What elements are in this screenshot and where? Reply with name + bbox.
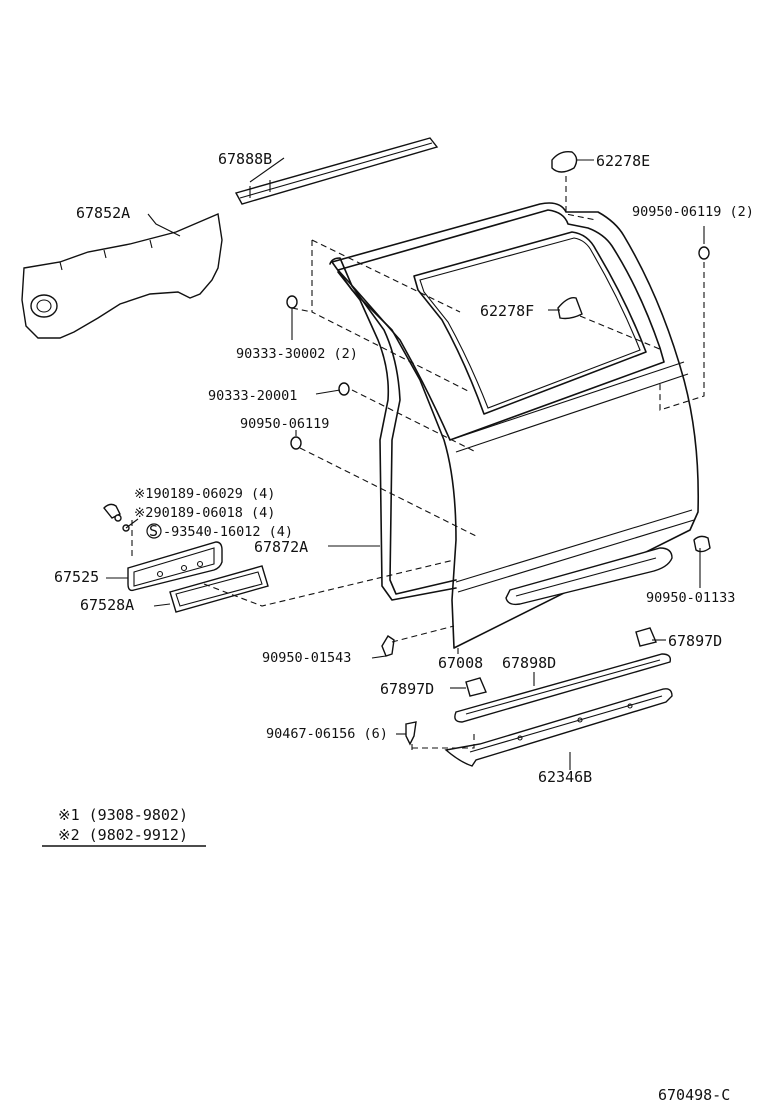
label-90950-06119-2: 90950-06119 (2) [632, 204, 754, 220]
label-67008: 67008 [438, 654, 483, 672]
label-90950-06119: 90950-06119 [240, 416, 329, 432]
label-67897D-left: 67897D [380, 680, 434, 698]
s-symbol-letter: S [149, 522, 158, 540]
label-90333-30002: 90333-30002 (2) [236, 346, 358, 362]
part-67008-door-shape [331, 202, 700, 649]
label-90333-20001: 90333-20001 [208, 388, 297, 404]
label-67528A: 67528A [80, 596, 134, 614]
part-62278F-shape [557, 297, 583, 320]
part-62278E-shape [551, 150, 578, 173]
s-symbol: S [146, 522, 162, 540]
part-62346B-shape [444, 688, 673, 767]
part-67897D-right-shape [635, 627, 657, 647]
label-62278E: 62278E [596, 152, 650, 170]
label-67898D: 67898D [502, 654, 556, 672]
part-67872A-shape [329, 257, 457, 601]
clip-shapes [103, 246, 711, 746]
label-90950-01133: 90950-01133 [646, 590, 735, 606]
label-67888B: 67888B [218, 150, 272, 168]
part-67898D-shape [454, 653, 672, 723]
label-62346B: 62346B [538, 768, 592, 786]
label-67852A: 67852A [76, 204, 130, 222]
part-67897D-left-shape [465, 677, 487, 697]
part-67525-shape [127, 541, 223, 592]
guide-lines [131, 176, 705, 752]
label-90467-06156: 90467-06156 (6) [266, 726, 388, 742]
part-67888B-shape [234, 137, 439, 205]
label-90189-06018: ※290189-06018 (4) [134, 505, 275, 521]
leader-lines [106, 157, 705, 770]
label-67525: 67525 [54, 568, 99, 586]
label-93540-16012: -93540-16012 (4) [163, 524, 293, 540]
legend-note-1: ※1 (9308-9802) [58, 806, 188, 824]
label-90950-01543: 90950-01543 [262, 650, 351, 666]
part-67852A-shape [21, 213, 223, 339]
diagram-code: 670498-C [658, 1086, 730, 1104]
label-62278F: 62278F [480, 302, 534, 320]
part-67528A-shape [169, 565, 269, 613]
label-67897D-right: 67897D [668, 632, 722, 650]
label-67872A: 67872A [254, 538, 308, 556]
legend-note-2: ※2 (9802-9912) [58, 826, 188, 844]
label-90189-06029: ※190189-06029 (4) [134, 486, 275, 502]
